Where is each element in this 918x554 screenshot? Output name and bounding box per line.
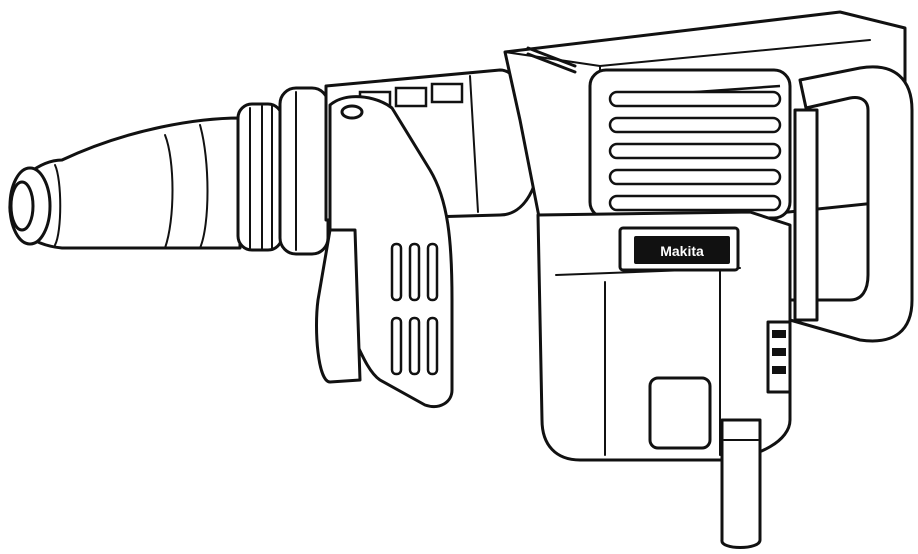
brand-label-plate [634, 236, 730, 264]
front-collar [236, 86, 330, 256]
tool-holder [8, 116, 242, 250]
top-vent-marks [526, 46, 577, 74]
motor-housing: Makita [536, 210, 792, 462]
switch-panel [766, 320, 792, 394]
brand-label: Makita [660, 243, 704, 259]
rear-handle [788, 65, 914, 343]
power-cord [720, 418, 762, 549]
side-grip [315, 95, 454, 408]
gear-housing [503, 10, 907, 224]
